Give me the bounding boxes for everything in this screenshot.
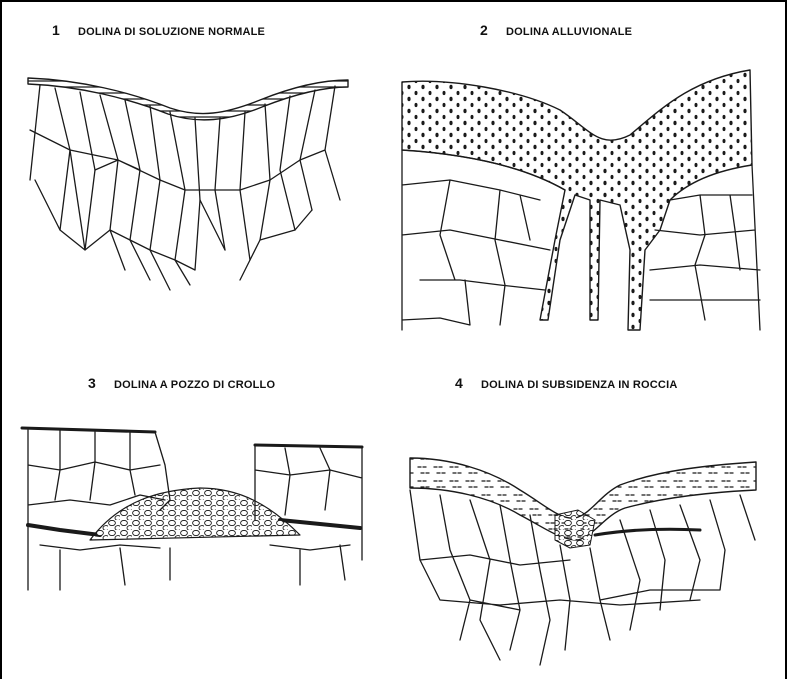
panel-2-diagram <box>402 70 760 330</box>
soil-cover <box>28 78 348 120</box>
bedding-layer-2 <box>595 529 700 535</box>
panel-1-diagram <box>28 78 348 290</box>
collapse-breccia <box>90 488 300 540</box>
panel-3-diagram <box>22 428 362 590</box>
panel-4-diagram <box>410 458 756 665</box>
surface-layer <box>22 428 362 447</box>
